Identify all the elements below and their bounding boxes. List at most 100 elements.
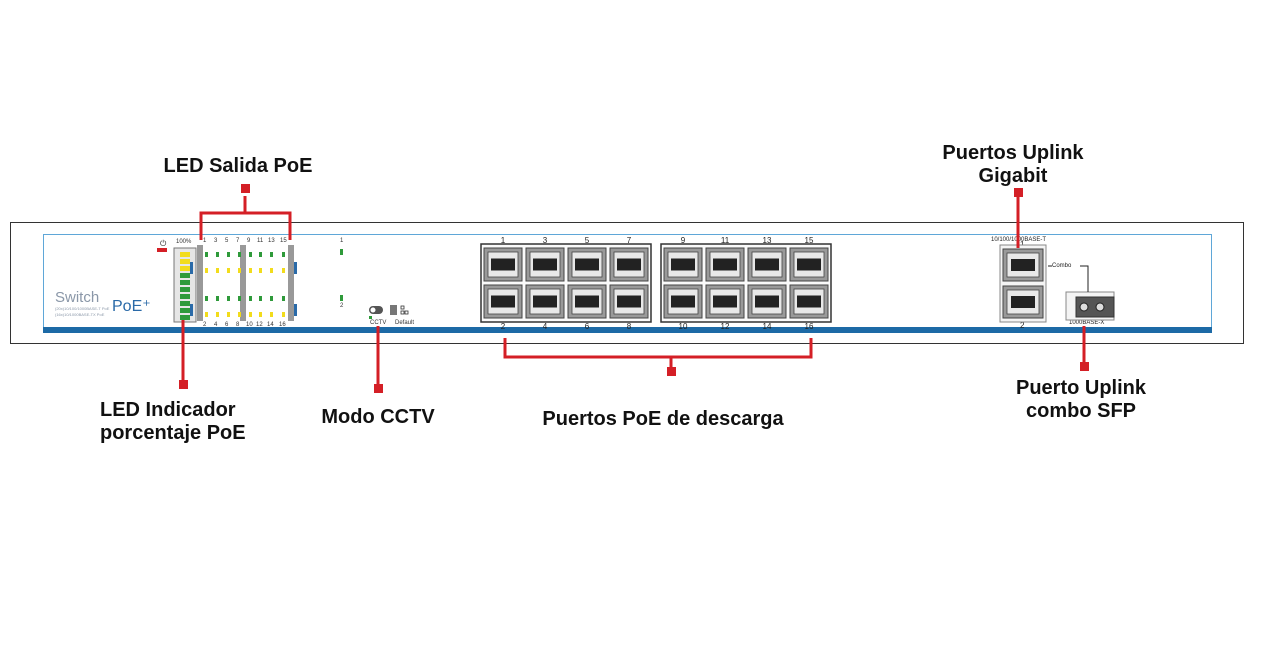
rj45-port-jack [713,258,737,271]
percent-led [180,308,190,313]
percent-led [180,280,190,285]
combo-line [1080,265,1089,292]
rj45-port-jack [1011,259,1035,271]
poe-led [282,296,285,301]
poe-led [216,268,219,273]
poe-output-leds [205,252,285,317]
default-indicator [400,305,405,310]
port-number-bottom: 6 [584,322,590,331]
uplink-led-number: 1 [340,238,344,244]
brand-poe: PoE⁺ [112,298,151,315]
poe-led [216,312,219,317]
poe-led [249,268,252,273]
rj45-port-jack [617,258,641,271]
led-block-bracket [197,245,203,321]
poe-led [238,268,241,273]
port-number-bottom: 2 [500,322,506,331]
percent-led [180,259,190,264]
poe-led [270,252,273,257]
led-number-top: 7 [236,238,240,244]
poe-led [249,252,252,257]
percent-led [180,315,190,320]
port-number-top: 13 [762,236,772,245]
rj45-port-jack [797,258,821,271]
led-number-top: 15 [280,238,287,244]
rj45-port-jack [755,295,779,308]
led-number-top: 9 [247,238,251,244]
port-number-bottom: 12 [720,322,730,331]
default-button [390,305,397,315]
poe-led [227,312,230,317]
poe-led [238,312,241,317]
callout-marker [1014,188,1023,197]
percent-label: 100% [176,239,192,245]
led-number-bottom: 12 [256,322,263,328]
port-number-bottom: 14 [762,322,772,331]
poe-led [259,268,262,273]
rj45-port-jack [671,295,695,308]
callout-uplink-gigabit-line2: Gigabit [978,165,1048,187]
poe-led [270,296,273,301]
callout-modo-cctv: Modo CCTV [321,406,435,428]
poe-led [227,268,230,273]
poe-led [205,268,208,273]
poe-led [205,312,208,317]
led-number-bottom: 16 [279,322,286,328]
uplink-ports [1002,248,1044,319]
percent-led [180,294,190,299]
poe-led [249,312,252,317]
led-number-top: 3 [214,238,218,244]
combo-label: Combo [1052,263,1072,269]
port-number-bottom: 4 [542,322,548,331]
sfp-fiber-hole [1079,302,1089,312]
callout-bracket-led-salida [199,211,292,240]
poe-led [259,312,262,317]
percent-led [180,252,190,257]
callout-marker [1080,362,1089,371]
poe-led [249,296,252,301]
callout-markers [179,184,1089,393]
brand-switch: Switch [55,289,100,306]
poe-led [216,296,219,301]
percent-led [180,273,190,278]
cctv-led [369,316,372,319]
port-number-top: 9 [680,236,686,245]
led-block-clip [294,304,297,316]
rj45-port-jack [617,295,641,308]
callout-led-indicador-line2: porcentaje PoE [100,422,246,444]
callout-led-salida-poe: LED Salida PoE [163,155,313,177]
callout-led-indicador-line1: LED Indicador [100,399,236,421]
rj45-port-jack [533,258,557,271]
led-number-top: 11 [257,238,264,244]
rj45-port-jack [671,258,695,271]
led-block-clip [190,262,193,274]
uplink-led [340,295,343,301]
percent-led [180,266,190,271]
rj45-port-jack [575,258,599,271]
poe-led [205,252,208,257]
callout-marker [374,384,383,393]
default-indicator [400,310,405,315]
port-number-top: 15 [804,236,814,245]
led-block-clip [294,262,297,274]
callout-puertos-descarga: Puertos PoE de descarga [542,408,784,430]
poe-led [227,296,230,301]
cctv-switch-knob [370,307,376,313]
sfp-fiber-hole [1095,302,1105,312]
poe-led [238,252,241,257]
poe-led [238,296,241,301]
led-block-clip [190,304,193,316]
poe-led [270,268,273,273]
percent-led [180,301,190,306]
led-number-bottom: 8 [236,322,240,328]
brand-subtitle-2: (16x)10/1000BASE-TX PoE [55,312,105,317]
led-block-bracket [240,245,246,321]
port-number-top: 7 [626,236,632,245]
poe-led [259,252,262,257]
sfp-port [1075,296,1115,318]
led-number-bottom: 14 [267,322,274,328]
percent-led-bar [180,252,190,320]
led-number-bottom: 2 [203,322,207,328]
callout-uplink-gigabit-line1: Puertos Uplink [942,142,1084,164]
